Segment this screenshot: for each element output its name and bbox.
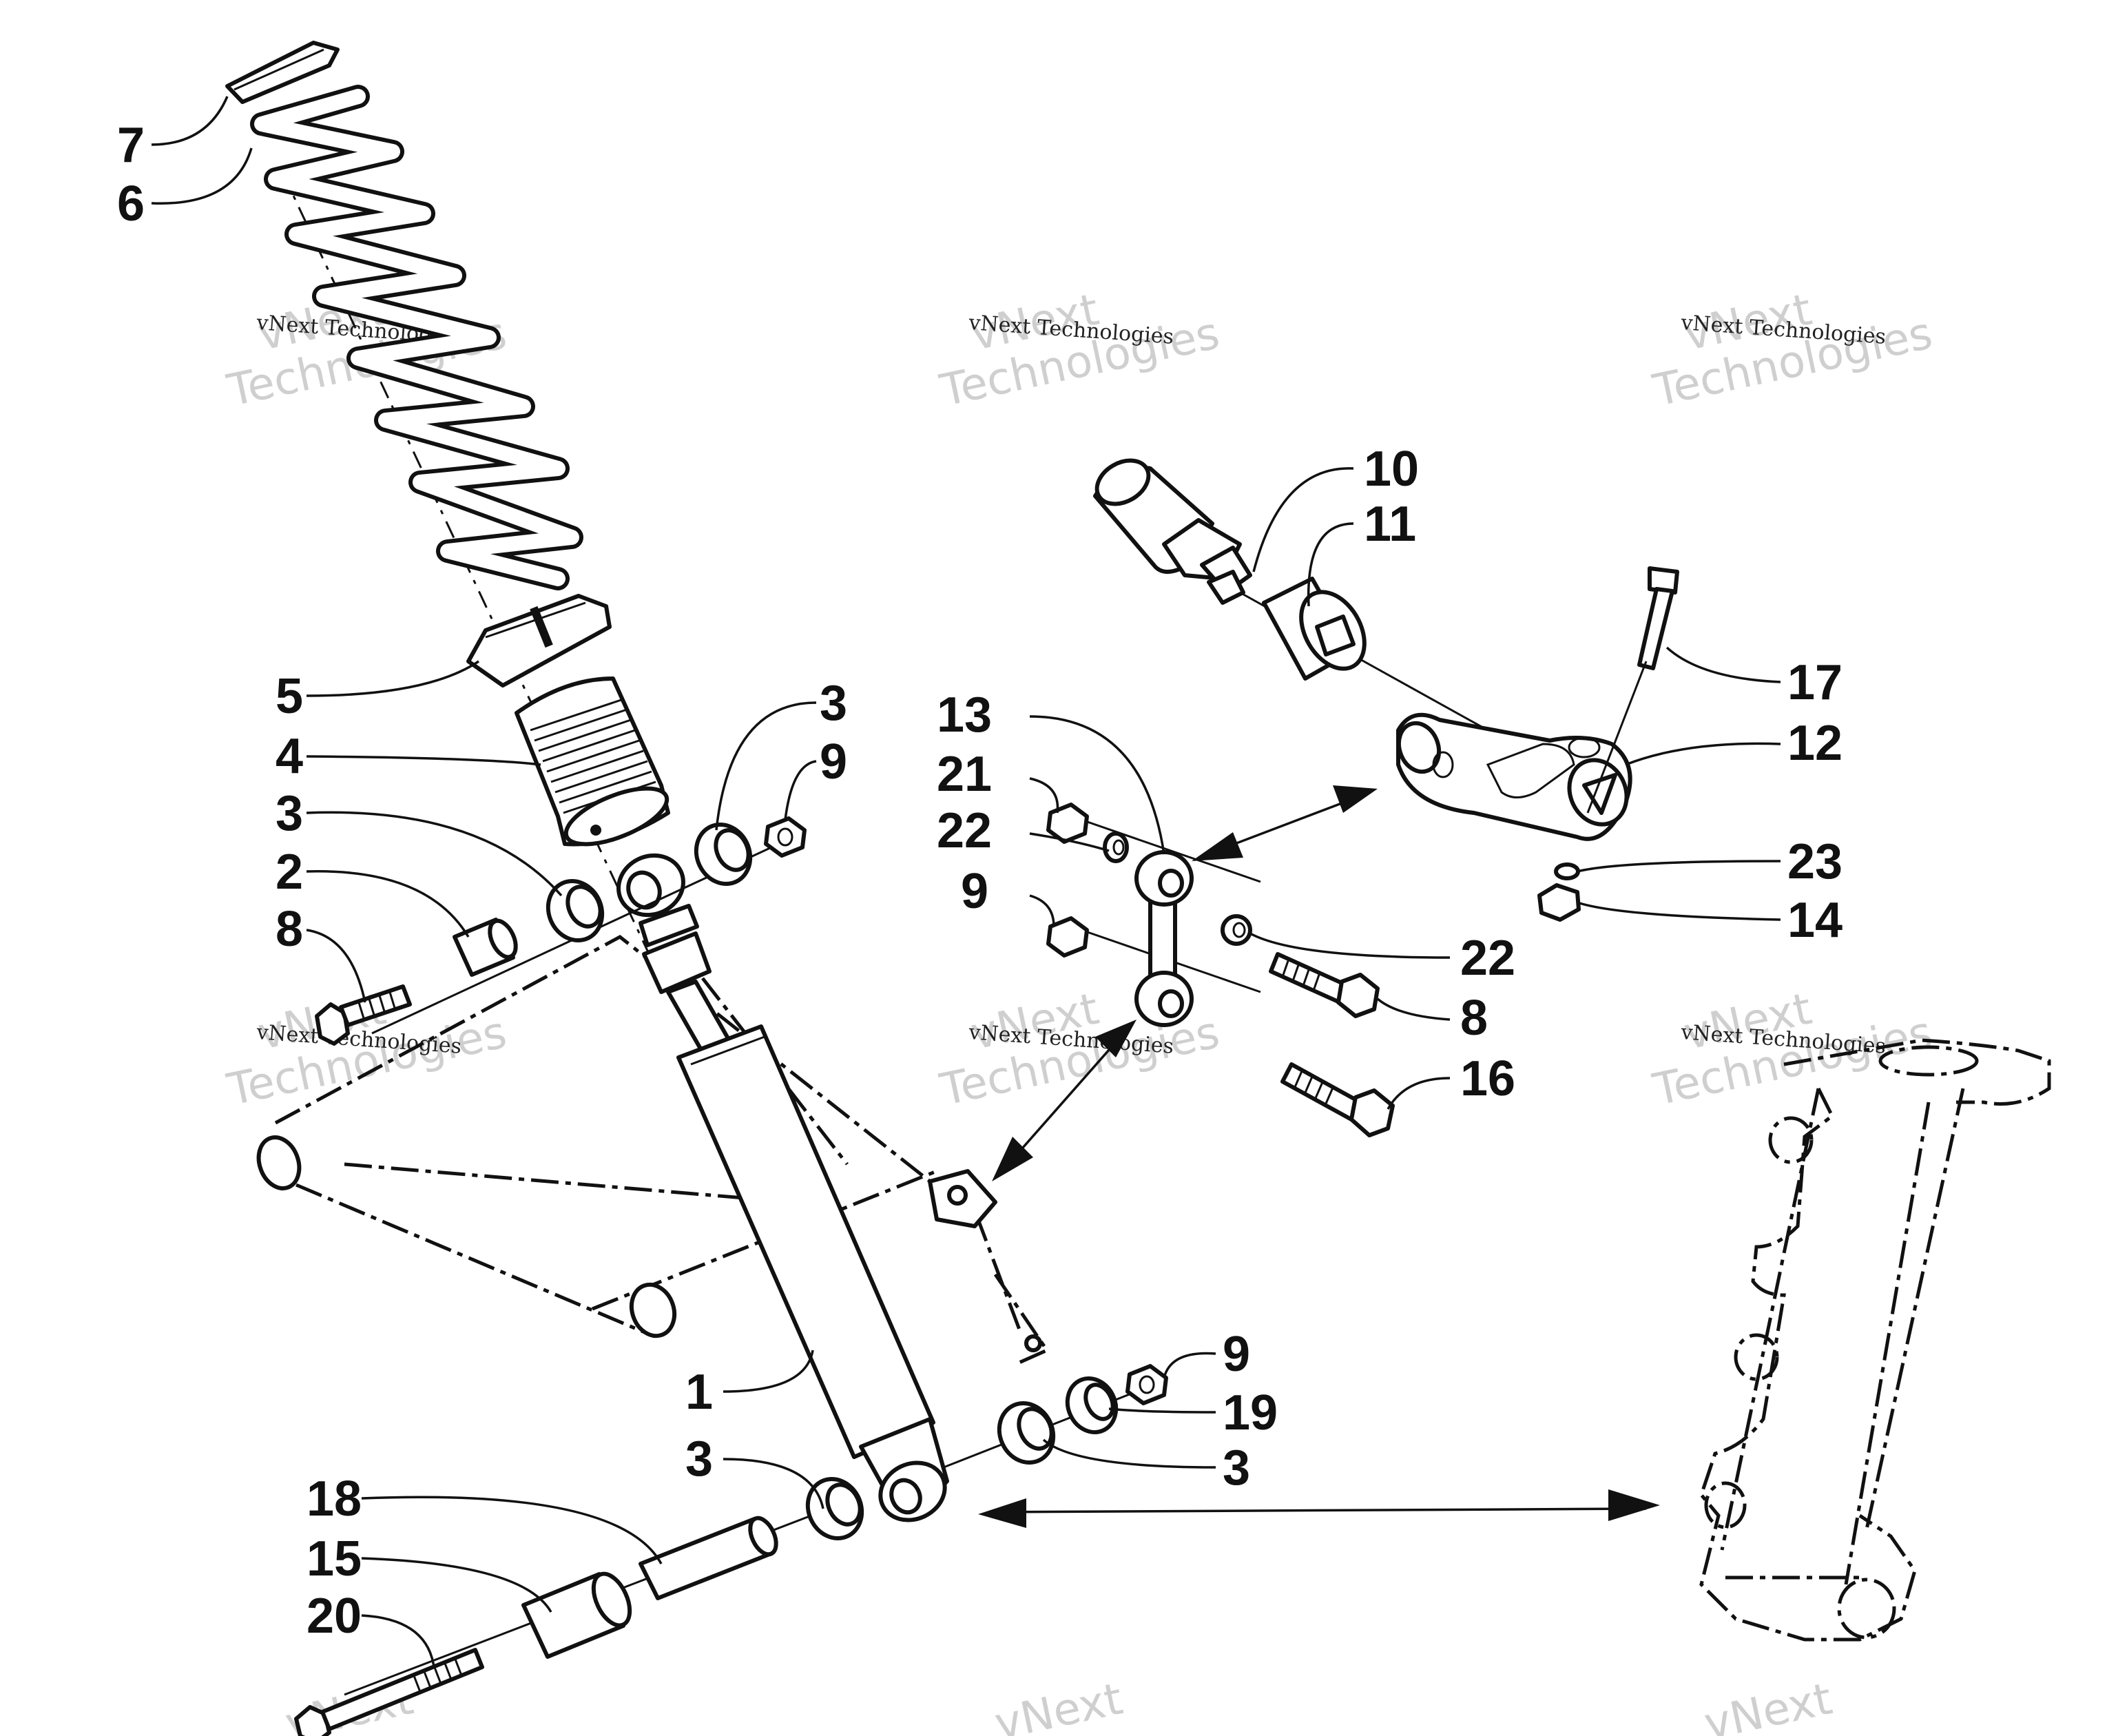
callout-11: 11 xyxy=(1364,497,1416,552)
callout-3: 3 xyxy=(685,1432,713,1487)
callout-8: 8 xyxy=(276,902,303,957)
callout-9: 9 xyxy=(1223,1327,1250,1382)
callout-20: 20 xyxy=(307,1589,362,1644)
leader-lines xyxy=(151,96,1781,1668)
callout-19: 19 xyxy=(1223,1385,1278,1440)
callout-3: 3 xyxy=(276,786,303,841)
nut-14 xyxy=(1537,883,1581,922)
callout-labels: 7 6 5 4 3 2 8 3 9 10 11 17 12 13 21 22 9… xyxy=(117,118,1843,1644)
callout-22: 22 xyxy=(1460,931,1515,986)
callout-18: 18 xyxy=(307,1471,362,1527)
nut-9-lower xyxy=(1125,1364,1168,1405)
callout-21: 21 xyxy=(937,747,992,802)
shock-absorber xyxy=(616,853,949,1522)
spring-seat-lower xyxy=(466,594,612,688)
callout-17: 17 xyxy=(1787,655,1843,710)
callout-10: 10 xyxy=(1364,442,1419,497)
bolt-8-link-head xyxy=(1336,973,1380,1018)
callout-14: 14 xyxy=(1787,893,1843,948)
bolt-8-shank xyxy=(339,984,412,1027)
callout-2: 2 xyxy=(276,845,303,900)
washer-22-right xyxy=(1221,914,1252,946)
bolt-8-link-shank xyxy=(1269,952,1349,1004)
lower-mount-hardware xyxy=(294,1364,1168,1736)
bolt-16-head xyxy=(1349,1088,1395,1137)
bolt-20-head xyxy=(294,1705,331,1736)
bolt-16-shank xyxy=(1280,1062,1362,1122)
callout-6: 6 xyxy=(117,176,145,231)
threaded-adjuster-collar xyxy=(515,676,670,847)
watermark-text: vNext xyxy=(990,1673,1127,1736)
callout-9: 9 xyxy=(961,864,988,919)
bushing-11 xyxy=(1262,577,1367,681)
callout-3: 3 xyxy=(1223,1440,1250,1496)
nut-9-link xyxy=(1046,916,1089,958)
callout-7: 7 xyxy=(117,118,145,173)
bolt-17 xyxy=(1586,566,1679,814)
upper-mount-hardware xyxy=(315,816,807,1046)
callout-23: 23 xyxy=(1787,834,1843,889)
coil-spring xyxy=(250,85,583,590)
spindle-phantom xyxy=(1699,1038,2051,1642)
callout-16: 16 xyxy=(1460,1051,1515,1106)
callout-5: 5 xyxy=(276,669,303,724)
callout-13: 13 xyxy=(937,688,992,743)
callout-3: 3 xyxy=(820,676,847,731)
callout-22: 22 xyxy=(937,803,992,858)
nut-21 xyxy=(1046,803,1089,844)
watermark-text: vNext xyxy=(1700,1673,1836,1736)
callout-9: 9 xyxy=(820,734,847,789)
callout-8: 8 xyxy=(1460,991,1488,1046)
connection-arrows xyxy=(978,785,1660,1528)
sway-bar-link xyxy=(1046,803,1395,1137)
sway-bar-end xyxy=(1093,458,1488,732)
sway-bar-arm xyxy=(1396,712,1632,841)
washer-23 xyxy=(1554,862,1580,880)
spring-retainer-top xyxy=(225,41,340,104)
nut-9-upper xyxy=(764,816,807,858)
bolt-8-head xyxy=(315,1002,350,1046)
callout-4: 4 xyxy=(276,729,303,784)
a-arm-phantom xyxy=(256,935,1050,1366)
callout-1: 1 xyxy=(685,1365,713,1420)
callout-12: 12 xyxy=(1787,716,1843,771)
callout-15: 15 xyxy=(307,1531,362,1587)
